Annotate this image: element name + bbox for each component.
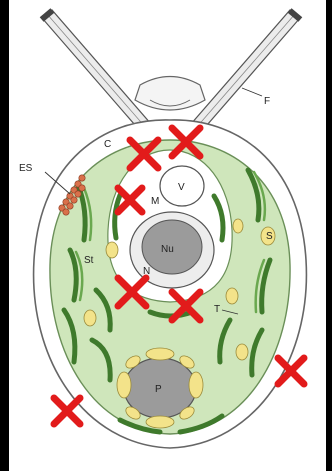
label-St: St: [84, 255, 94, 266]
label-F: F: [264, 96, 270, 107]
label-S: S: [266, 231, 273, 242]
papilla: [135, 77, 205, 111]
label-P: P: [155, 384, 162, 395]
label-C: C: [104, 139, 111, 150]
label-T: T: [214, 304, 220, 315]
label-V: V: [178, 182, 185, 193]
label-Nu: Nu: [161, 244, 174, 255]
label-ES: ES: [19, 163, 33, 174]
label-M: M: [151, 196, 159, 207]
